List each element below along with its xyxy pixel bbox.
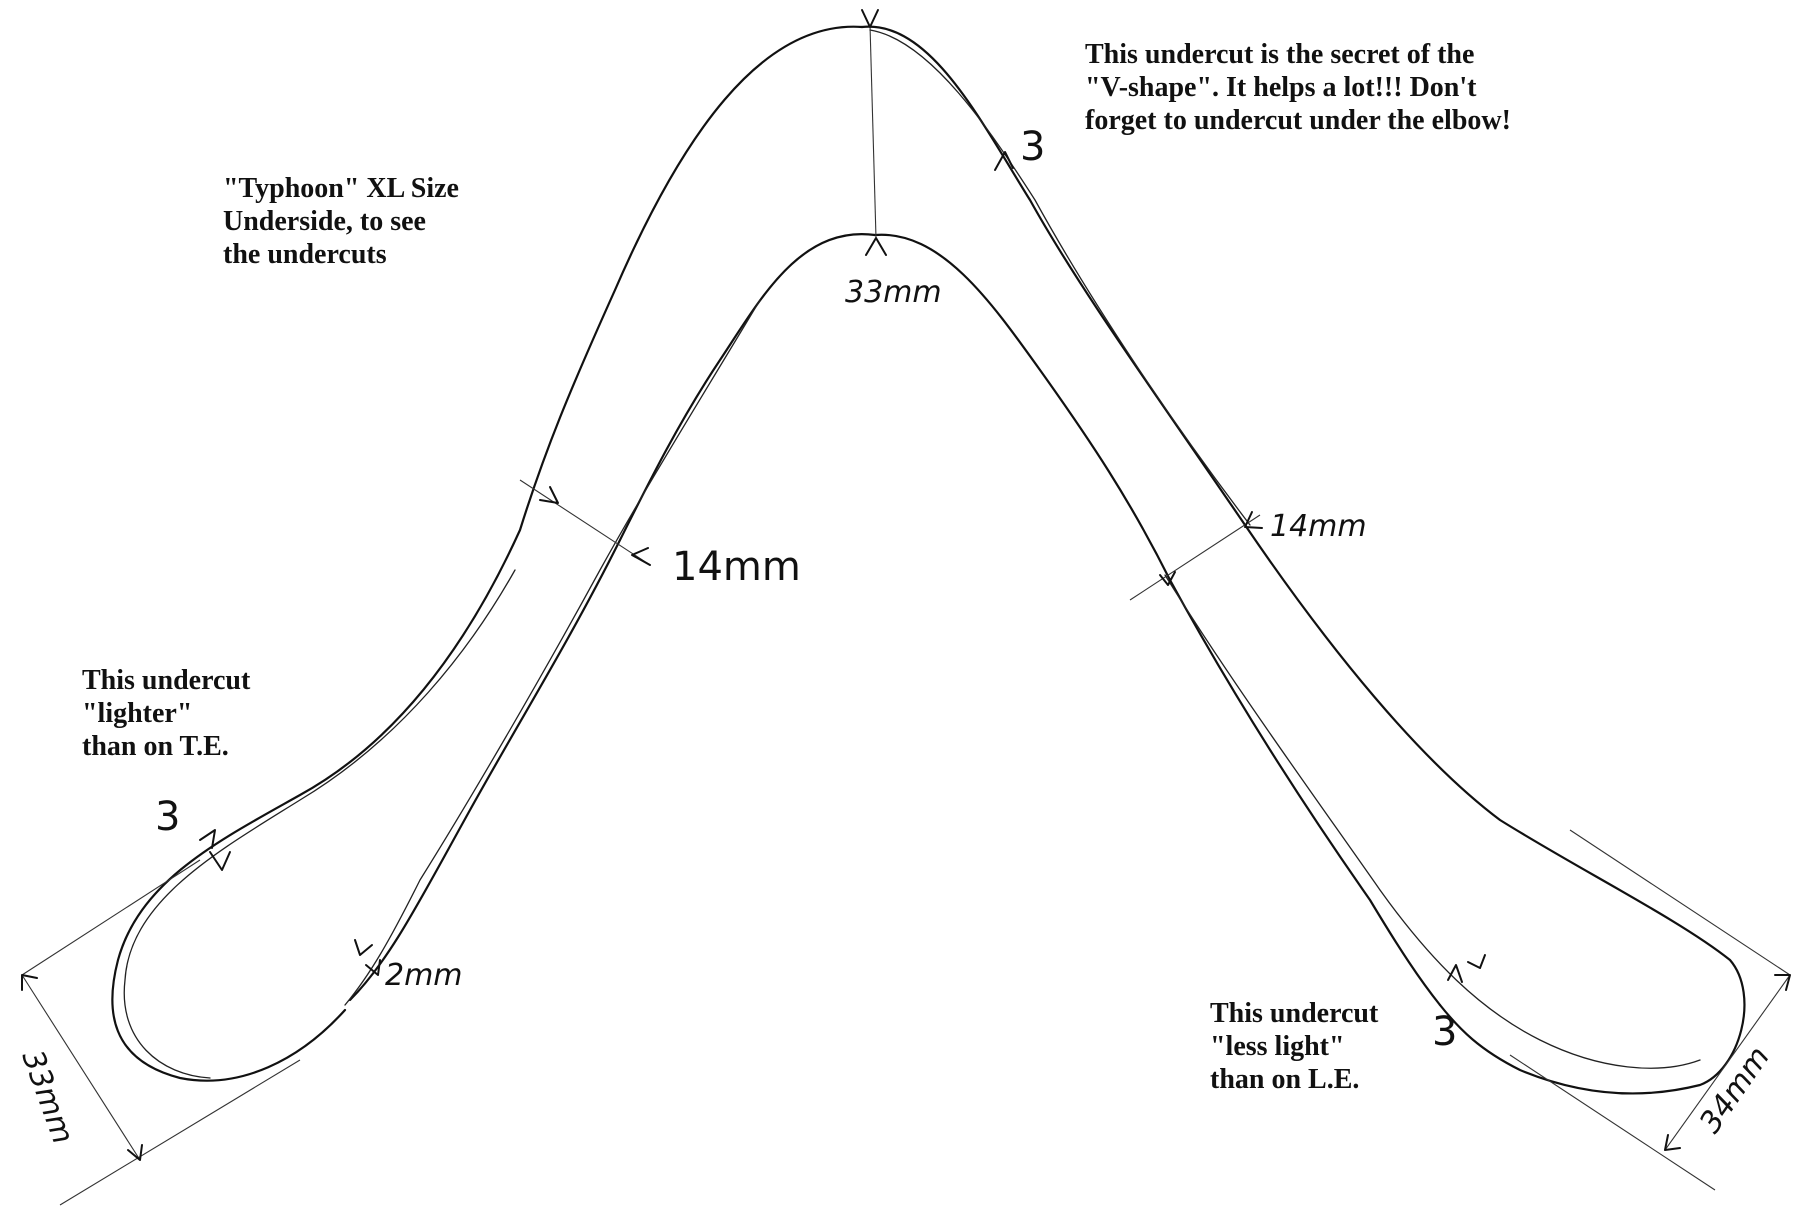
elbow-undercut-arrow [994, 151, 1014, 171]
right-tip-width-dimension-line [1664, 974, 1791, 1151]
left-tip-note-line-3: than on T.E. [82, 731, 229, 762]
boomerang-outer-outline [111, 25, 864, 1082]
undercut-line-left-tip [123, 569, 516, 1079]
boomerang-inner-left-outline [348, 232, 877, 1002]
boomerang-inner-right-outline [873, 233, 1442, 1007]
left-arm-arrow-outer [539, 486, 559, 504]
left-tip-undercut-label: 3 [155, 794, 180, 840]
elbow-bottom-arrow [865, 237, 887, 256]
left-tip-note-line-1: This undercut [82, 665, 251, 696]
elbow-undercut-label: 3 [1020, 124, 1045, 170]
left-tip-undercut-arrow [209, 851, 231, 871]
right-tip-width-label: 34mm [1693, 1040, 1777, 1139]
elbow-note-line-2: "V-shape". It helps a lot!!! Don't [1085, 72, 1477, 103]
left-tip-note-line-2: "lighter" [82, 698, 193, 729]
left-tip-note: This undercut "lighter" than on T.E. [82, 664, 250, 763]
title-line-1: "Typhoon" XL Size [223, 173, 459, 204]
left-edge-arrow-1 [354, 939, 373, 956]
elbow-width-dimension-line [869, 24, 877, 239]
right-tip-undercut-arrow [1447, 964, 1463, 983]
elbow-undercut-note: This undercut is the secret of the "V-sh… [1085, 38, 1511, 137]
boomerang-outer-right-outline [860, 25, 1746, 1095]
title-note: "Typhoon" XL Size Underside, to see the … [223, 172, 459, 271]
left-edge-arrow-2 [365, 959, 381, 976]
undercut-line-right-tip [1164, 574, 1701, 1069]
right-tip-undercut-arrow-2 [1467, 954, 1486, 969]
right-tip-note: This undercut "less light" than on L.E. [1210, 997, 1378, 1096]
left-tip-width-label: 33mm [14, 1046, 80, 1149]
right-arm-arrow-inner [1159, 571, 1176, 586]
elbow-top-arrow [861, 9, 879, 28]
left-arm-width-label: 14mm [672, 544, 801, 590]
elbow-width-label: 33mm [845, 275, 942, 310]
right-tip-dim-arrow-bottom [1664, 1134, 1681, 1151]
left-tip-undercut-arrow-2 [199, 829, 216, 849]
left-tip-dim-arrow-top [21, 974, 38, 991]
left-tip-dim-arrow-bottom [127, 1144, 143, 1161]
right-tip-note-line-1: This undercut [1210, 998, 1379, 1029]
right-tip-note-line-2: "less light" [1210, 1031, 1345, 1062]
right-tip-dim-arrow-top [1774, 974, 1791, 991]
elbow-note-line-3: forget to undercut under the elbow! [1085, 105, 1511, 136]
left-edge-undercut-label: 2mm [385, 958, 463, 993]
right-tip-extension-bottom [1509, 1054, 1716, 1191]
elbow-note-line-1: This undercut is the secret of the [1085, 39, 1475, 70]
left-tip-width-dimension-line [21, 974, 141, 1161]
right-tip-extension-top [1569, 829, 1791, 976]
undercut-line-elbow [869, 29, 1251, 526]
right-arm-width-label: 14mm [1270, 509, 1367, 544]
right-tip-note-line-3: than on L.E. [1210, 1064, 1360, 1095]
left-arm-width-dimension-line [519, 479, 651, 566]
title-line-3: the undercuts [223, 239, 387, 270]
right-arm-arrow-outer [1244, 511, 1263, 529]
left-tip-extension-bottom [59, 1059, 301, 1206]
right-arm-width-dimension-line [1129, 514, 1261, 601]
left-arm-arrow-inner [631, 547, 651, 566]
title-line-2: Underside, to see [223, 206, 426, 237]
left-tip-extension-top [21, 859, 201, 976]
undercut-line-left-edge [344, 299, 761, 1006]
right-tip-undercut-label: 3 [1432, 1009, 1457, 1055]
